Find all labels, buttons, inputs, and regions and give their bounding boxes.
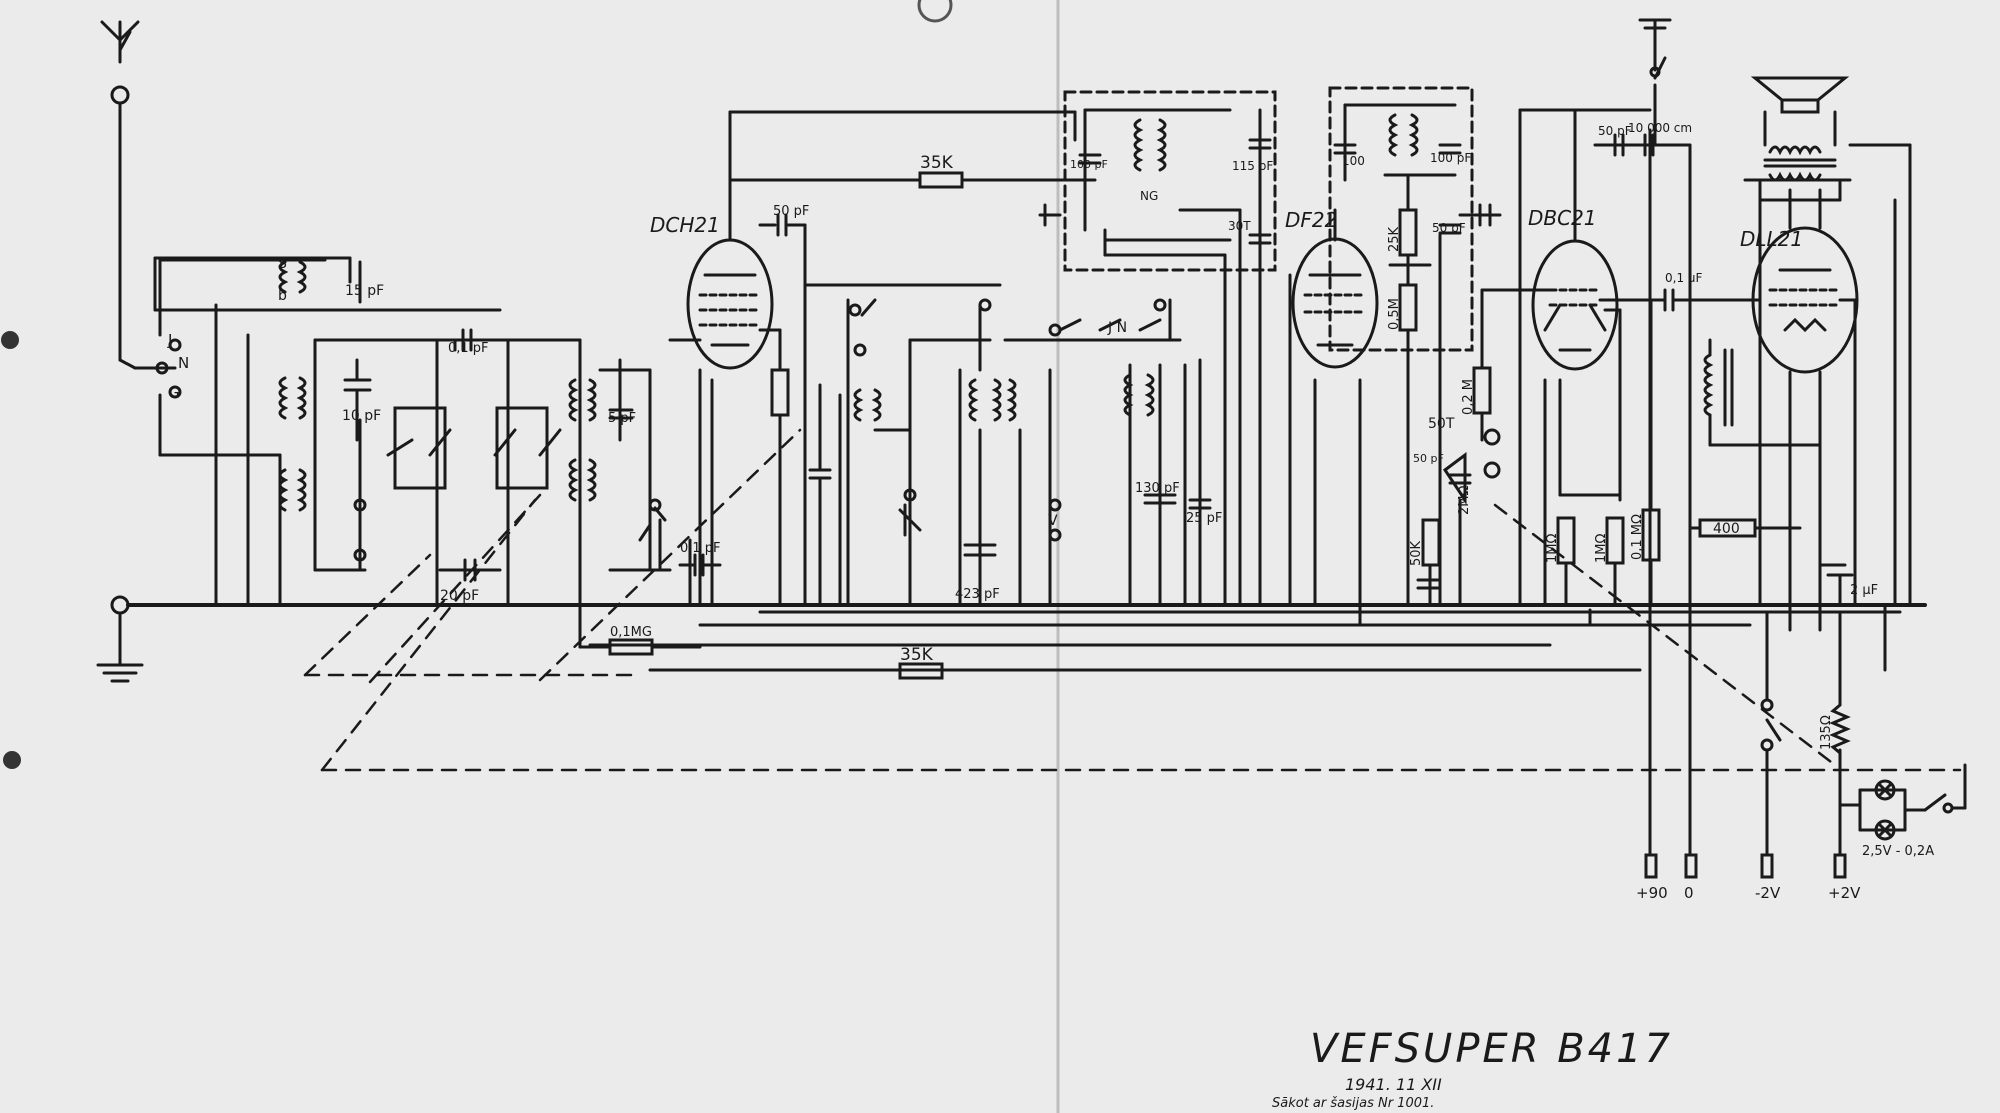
label-0-1pf-low: 0,1 pF — [680, 541, 721, 556]
label-50pf-a: 50 pF — [773, 204, 809, 219]
label-35k-bottom: 35K — [900, 645, 934, 665]
switch-label-jn: J N — [1107, 320, 1127, 336]
tube-label-dch21: DCH21 — [650, 213, 720, 237]
punch-hole-bottom — [3, 751, 21, 769]
terminal-plus-90 — [1644, 853, 1658, 879]
terminal-plus-2v — [1833, 853, 1847, 879]
label-100pf-b: 100 — [1342, 154, 1365, 168]
switch-label-g: G — [168, 384, 180, 402]
label-1mg-b: 1MΩ — [1594, 534, 1609, 563]
antenna-coil-upper — [278, 376, 307, 420]
oscillator-coil-2 — [568, 458, 597, 502]
terminal-label-plus-90: +90 — [1636, 884, 1668, 902]
lamp-icon-lower — [1874, 819, 1896, 841]
label-1mg-a: 1MΩ — [1545, 534, 1560, 563]
choke-coil — [1703, 348, 1734, 427]
terminal-minus-2v — [1760, 853, 1774, 879]
label-100pf-a: 100 pF — [1070, 158, 1108, 171]
label-115pf: 115 pF — [1232, 159, 1273, 173]
resistor-135 — [1829, 703, 1851, 755]
resistor-35k-bottom — [898, 662, 944, 680]
label-0-5m: 0,5M — [1387, 298, 1402, 330]
label-lamp: 2,5V - 0,2A — [1862, 844, 1934, 859]
switch-j-left — [155, 338, 182, 399]
label-50k: 50K — [1409, 540, 1424, 566]
oscillator-coil-1 — [568, 378, 597, 422]
oscillator-coil-3 — [853, 388, 882, 422]
ground-icon — [96, 613, 144, 683]
label-100pf-c: 100 pF — [1430, 151, 1471, 165]
label-50t: 50T — [1428, 416, 1455, 432]
oscillator-coil-4 — [968, 378, 1017, 422]
terminal-label-plus-2v: +2V — [1828, 884, 1861, 902]
tube-dll21 — [1751, 226, 1859, 374]
label-25k: 25K — [1387, 226, 1402, 252]
switch-label-ng: NG — [1140, 189, 1158, 203]
label-50pf-d: 50 pF — [1598, 124, 1632, 138]
switch-label-n: N — [178, 354, 189, 372]
antenna-icon — [100, 20, 140, 64]
if2-coils — [1388, 113, 1419, 157]
schematic-date: 1941. 11 XII — [1345, 1075, 1442, 1094]
coil-top-left — [278, 260, 307, 294]
label-2uf: 2 µF — [1850, 583, 1878, 598]
terminal-label-minus-2v: -2V — [1755, 884, 1781, 902]
tube-label-df22: DF22 — [1285, 208, 1337, 232]
label-50pf-c: 50 pF — [1413, 452, 1444, 465]
tube-label-dll21: DLL21 — [1740, 227, 1803, 251]
label-50pf-b: 50 pF — [1432, 221, 1466, 235]
label-0-1pf-mid: 0,1 pF — [448, 341, 489, 356]
label-0-1mg-bottom: 0,1MG — [610, 625, 652, 640]
label-35k-top: 35K — [920, 153, 954, 173]
terminal-label-zero: 0 — [1684, 884, 1694, 902]
label-0-1uf: 0,1 uF — [1665, 271, 1703, 285]
label-423pf: 423 pF — [955, 587, 1000, 602]
tube-label-dbc21: DBC21 — [1528, 206, 1597, 230]
switch-bank — [353, 298, 1167, 562]
label-2mg: 2MΩ — [1457, 486, 1472, 515]
if-transformer-1 — [1063, 90, 1277, 272]
if1-coils — [1133, 118, 1167, 172]
label-10000cm: 10 000 cm — [1628, 121, 1692, 135]
label-30t: 30T — [1228, 219, 1251, 233]
coil-label-s: S — [278, 256, 287, 272]
schematic-note: Sākot ar šasijas Nr 1001. — [1272, 1096, 1434, 1111]
label-15pf: 15 pF — [345, 283, 384, 299]
label-25pf: 25 pF — [1186, 511, 1222, 526]
label-20pf: 20 pF — [440, 588, 479, 604]
label-400: 400 — [1713, 521, 1740, 537]
speaker-icon — [1750, 76, 1850, 114]
punch-mark — [917, 0, 953, 23]
label-135: 135Ω — [1819, 715, 1834, 750]
volume-potentiometer — [1442, 452, 1467, 505]
tuning-capacitor-1 — [393, 406, 447, 490]
label-0-2m: 0,2 M — [1461, 379, 1476, 415]
coil-label-b: b — [278, 288, 287, 304]
switch-label-v: V — [1048, 513, 1058, 529]
label-0-1mg: 0,1 MΩ — [1630, 514, 1645, 560]
punch-hole-top — [1, 331, 19, 349]
label-5pf: 5 pF — [608, 411, 636, 426]
lamp-icon-upper — [1874, 779, 1896, 801]
label-130pf: 130 pF — [1135, 481, 1180, 496]
switch-label-j: J — [167, 331, 172, 349]
if-transformer-2 — [1328, 86, 1474, 352]
terminal-zero — [1684, 853, 1698, 879]
gang-linkage — [303, 428, 1962, 772]
schematic-title: VEFSUPER B417 — [1310, 1026, 1673, 1072]
label-10pf: 10 pF — [342, 408, 381, 424]
